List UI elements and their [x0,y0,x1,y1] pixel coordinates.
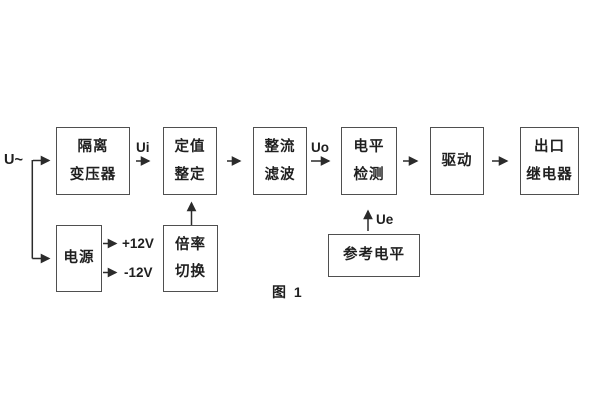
block-isolation-transformer: 隔离 变压器 [56,127,130,195]
ui-signal-label: Ui [136,140,150,155]
block-ratio-switching: 倍率 切换 [163,225,218,292]
block-text-line: 切换 [175,264,206,280]
block-output-relay: 出口 继电器 [520,127,579,195]
block-text-line: 滤波 [264,166,296,183]
block-text-line: 倍率 [175,236,206,253]
minus-12v-label: -12V [124,265,153,280]
ue-signal-label: Ue [376,212,394,227]
input-voltage-label: U~ [4,152,23,168]
block-text-line: 电平 [353,139,385,155]
block-text-line: 电源 [63,250,95,267]
uo-signal-label: Uo [311,140,329,155]
block-reference-level: 参考电平 [328,234,420,277]
block-text-line: 整流 [264,139,296,155]
figure-caption: 图 1 [272,284,304,300]
block-text-line: 参考电平 [343,247,405,264]
block-text-line: 隔离 [77,139,109,155]
block-text-line: 驱动 [441,152,473,169]
block-level-detection: 电平 检测 [341,127,397,195]
block-power-supply: 电源 [56,225,102,292]
block-rectifier-filter: 整流 滤波 [253,127,307,195]
block-text-line: 出口 [534,139,565,155]
block-text-line: 检测 [353,166,385,183]
block-setpoint-setting: 定值 整定 [163,127,217,195]
block-driver: 驱动 [430,127,484,195]
block-text-line: 继电器 [526,166,573,183]
block-text-line: 变压器 [69,166,117,183]
plus-12v-label: +12V [122,236,154,251]
block-text-line: 定值 [174,139,206,155]
block-text-line: 整定 [174,166,206,183]
